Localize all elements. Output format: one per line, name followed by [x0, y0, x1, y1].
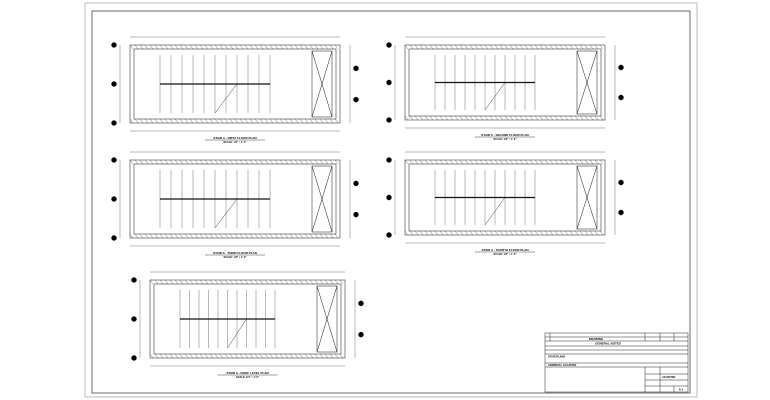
stair-plan-5: [131, 271, 364, 376]
title-block: [544, 332, 689, 393]
stair-plan-1: [111, 36, 359, 141]
drawing-frame: [91, 10, 691, 394]
plan-scale: SCALE: 1/4" = 1'-0": [224, 141, 248, 144]
plan-title: STAIR A - ROOF LEVEL PLAN: [226, 371, 268, 375]
stair-plan-4: [386, 151, 624, 253]
plan-scale: SCALE: 1/4" = 1'-0": [224, 256, 248, 259]
title-block-project: STAIR PLANS: [548, 355, 565, 359]
plan-title: STAIR A - FOURTH FLOOR PLAN: [481, 248, 528, 252]
plan-title: STAIR A - SECOND FLOOR PLAN: [481, 133, 528, 137]
title-block-drawing-label: DRAWING: [589, 337, 604, 341]
title-block-scale: AS NOTED: [662, 375, 676, 379]
stair-plan-2: [386, 36, 624, 138]
title-block-sheet-number: A-1: [679, 388, 684, 392]
title-block-address: ADDRESS / LOCATION: [548, 363, 576, 367]
plan-title: STAIR A - FIRST FLOOR PLAN: [213, 136, 256, 140]
plan-scale: SCALE: 1/4" = 1'-0": [494, 253, 518, 256]
title-block-sheet-title: GENERAL NOTES: [595, 342, 621, 346]
plan-title: STAIR A - THIRD FLOOR PLAN: [213, 251, 257, 255]
plan-scale: SCALE: 1/4" = 1'-0": [494, 138, 518, 141]
stair-plan-3: [111, 151, 359, 256]
plan-scale: SCALE: 1/4" = 1'-0": [236, 376, 260, 379]
paper-border: [84, 2, 698, 398]
